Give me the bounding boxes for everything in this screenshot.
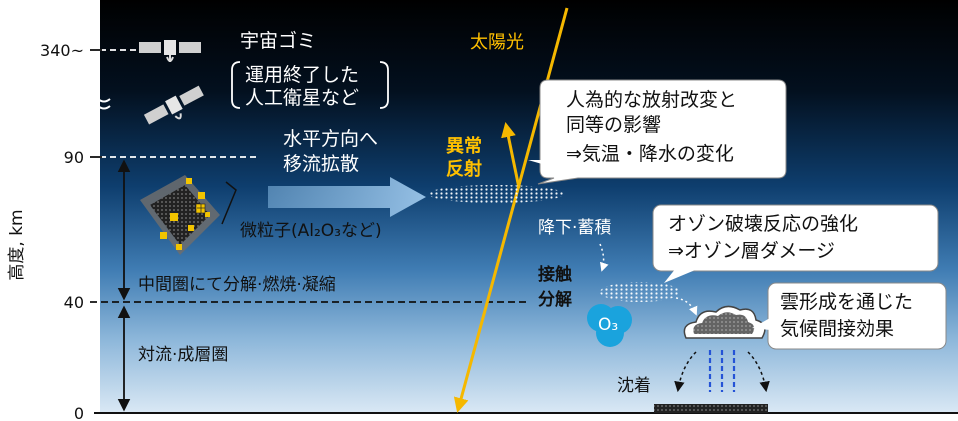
burning-satellite-icon <box>140 175 220 255</box>
callout-radiative-line3: ⇒気温・降水の変化 <box>566 143 734 165</box>
advection-line2: 移流拡散 <box>283 153 359 175</box>
deposition-arrow-right <box>747 351 770 393</box>
sunlight-ray <box>453 7 569 413</box>
mesosphere-process: 中間圏にて分解·燃焼·凝縮 <box>138 275 336 295</box>
abnormal-line1: 異常 <box>446 135 482 157</box>
advection-line1: 水平方向へ <box>283 128 378 150</box>
particles-label: 微粒子(Al₂O₃など) <box>240 221 382 241</box>
callout-cloud-line1: 雲形成を通じた <box>780 291 913 313</box>
tick-90: 90 <box>64 148 84 167</box>
troposphere-label: 対流·成層圏 <box>138 345 228 365</box>
abnormal-line2: 反射 <box>446 158 482 180</box>
particles-bracket <box>221 181 237 225</box>
svg-text:高度, km: 高度, km <box>7 209 27 280</box>
callout-radiative-line2: 同等の影響 <box>566 114 661 136</box>
satellite-icon <box>139 40 201 62</box>
ozone-label: O₃ <box>598 315 618 335</box>
tick-340: 340~ <box>40 41 84 60</box>
callout-ozone <box>652 204 939 283</box>
callout-radiative <box>528 79 787 185</box>
callout-ozone-line1: オゾン破壊反応の強化 <box>668 213 858 235</box>
deposition-label: 沈着 <box>617 376 651 396</box>
descent-label: 降下·蓄積 <box>538 218 611 238</box>
sunlight-label: 太陽光 <box>470 32 524 53</box>
callout-radiative-line1: 人為的な放射改変と <box>566 89 737 111</box>
particle-cloud-upper <box>428 185 564 203</box>
callout-cloud <box>752 282 947 350</box>
contact-line2: 分解 <box>538 289 572 310</box>
ozone-molecule-icon <box>587 304 632 347</box>
deposition-arrow-left <box>674 351 697 393</box>
tick-40: 40 <box>64 293 84 312</box>
reflected-ray <box>501 122 521 189</box>
debris-bracket-right <box>379 61 389 109</box>
axis-break <box>85 95 111 110</box>
particle-cloud-lower <box>600 282 680 302</box>
debris-line2: 人工衛星など <box>245 87 359 109</box>
cloud-icon <box>683 305 766 339</box>
rain-icon <box>708 350 736 392</box>
debris-title: 宇宙ゴミ <box>240 30 316 52</box>
y-axis-label: 高度, km <box>7 209 27 280</box>
satellite-tilted-icon <box>143 85 204 125</box>
advection-arrow <box>268 177 426 217</box>
callout-ozone-line2: ⇒オゾン層ダメージ <box>668 240 835 262</box>
callout-cloud-line2: 気候間接効果 <box>780 318 894 340</box>
debris-bracket-left <box>231 61 241 109</box>
deposit-layer <box>654 404 768 413</box>
tick-0: 0 <box>74 404 84 421</box>
debris-line1: 運用終了した <box>245 64 359 86</box>
contact-line1: 接触 <box>538 264 572 285</box>
